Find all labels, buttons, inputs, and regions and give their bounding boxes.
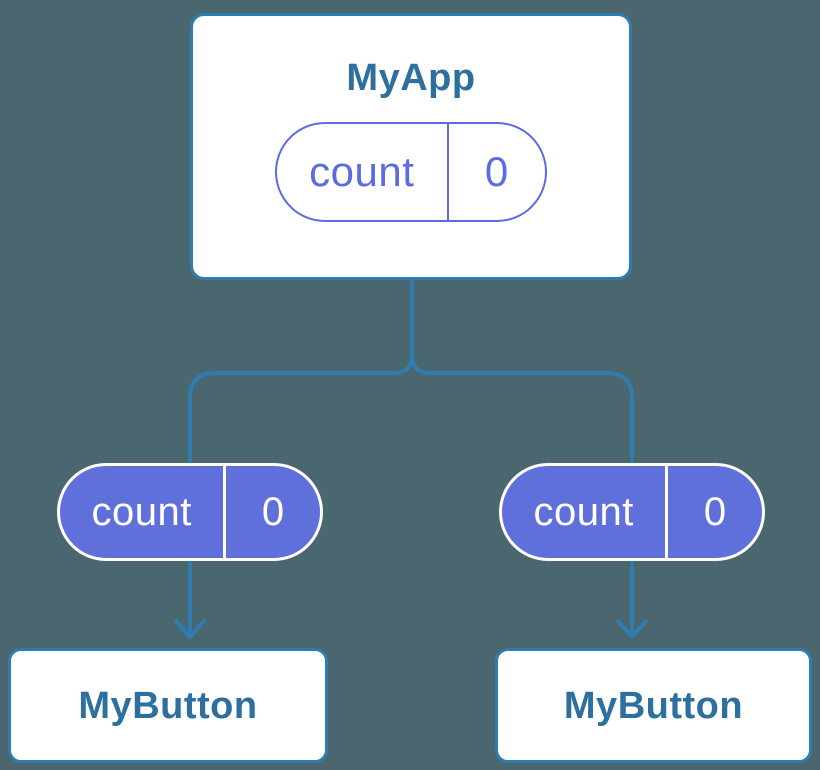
root-state-pill: count 0 (275, 122, 547, 222)
left-prop-label: count (60, 466, 227, 558)
right-child-node-title: MyButton (563, 684, 744, 727)
left-child-node-title: MyButton (78, 684, 258, 727)
right-child-node: MyButton (495, 648, 812, 763)
arrowhead-down-left-icon (174, 619, 206, 639)
left-prop-value: 0 (261, 489, 285, 534)
right-prop-pill: count 0 (499, 463, 765, 561)
connector-root-to-right-child (410, 353, 634, 638)
root-node-title: MyApp (346, 57, 476, 99)
left-prop-pill: count 0 (57, 463, 323, 561)
right-prop-label: count (502, 466, 669, 558)
root-state-label: count (277, 124, 449, 220)
connector-root-to-left-child (188, 278, 414, 638)
left-child-node: MyButton (8, 648, 328, 763)
arrowhead-down-right-icon (616, 619, 648, 639)
root-state-value: 0 (484, 148, 509, 195)
root-node: MyApp count 0 (190, 13, 632, 280)
right-prop-value: 0 (703, 489, 727, 534)
